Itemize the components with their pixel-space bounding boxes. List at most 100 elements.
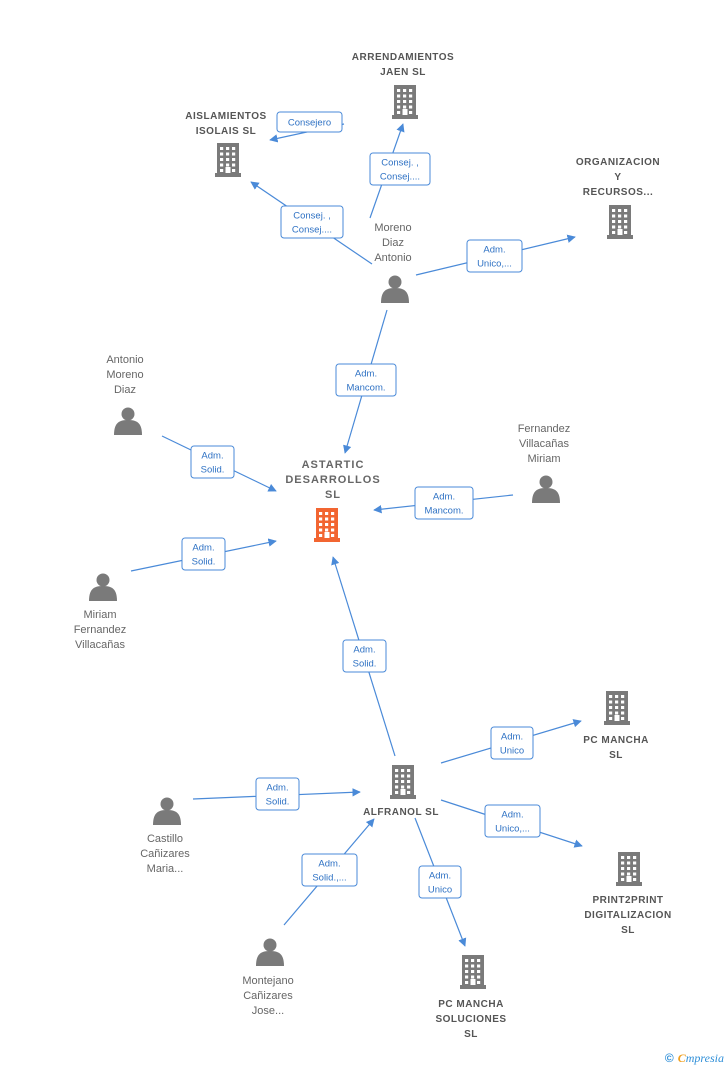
edge-label-frame xyxy=(276,111,343,133)
edge-label-box[interactable]: Consej. ,Consej.... xyxy=(280,205,344,239)
node-castillo[interactable]: CastilloCañizaresMaria... xyxy=(140,797,190,876)
node-label-line: DESARROLLOS xyxy=(285,474,380,486)
edge-antonio_moreno-to-astartic: Adm.Solid. xyxy=(161,435,277,492)
node-alfranol[interactable]: ALFRANOL SL xyxy=(363,765,439,818)
node-label-line: ARRENDAMIENTOS xyxy=(352,52,454,63)
node-label-line: Diaz xyxy=(382,237,404,249)
node-print2print[interactable]: PRINT2PRINT DIGITALIZACION SL xyxy=(584,852,671,936)
edge-label-text: Solid. xyxy=(353,659,377,670)
edge-label-frame xyxy=(255,777,300,811)
edge-label-text: Unico xyxy=(428,885,452,896)
edge-label-text: Solid. xyxy=(192,557,216,568)
edge-label-box[interactable]: Adm.Solid. xyxy=(190,445,235,479)
node-label-line: SL xyxy=(621,925,635,936)
node-label-line: Villacañas xyxy=(519,438,569,450)
node-label-line: SL xyxy=(464,1029,478,1040)
edge-label-text: Consej.... xyxy=(292,225,332,236)
node-label-line: RECURSOS... xyxy=(583,187,654,198)
node-label-line: Y xyxy=(614,172,621,183)
edge-label-frame xyxy=(301,853,358,887)
edge-label-text: Consej.... xyxy=(380,172,420,183)
node-astartic[interactable]: ASTARTIC DESARROLLOS SL xyxy=(285,459,380,542)
brand-footer: ©Cmpresia xyxy=(665,1051,724,1066)
node-label-line: Antonio xyxy=(106,354,143,366)
edge-label-frame xyxy=(342,639,387,673)
edge-label-frame xyxy=(181,537,226,571)
node-label-line: Miriam xyxy=(528,453,561,465)
building-icon xyxy=(390,765,416,799)
node-label-line: Villacañas xyxy=(75,639,125,651)
person-icon xyxy=(153,797,181,825)
edge-label-box[interactable]: Adm.Unico,... xyxy=(466,239,523,273)
edge-label-frame xyxy=(280,205,344,239)
building-icon xyxy=(314,508,340,542)
edge-fernandez_vill-to-astartic: Adm.Mancom. xyxy=(373,486,514,520)
edge-alfranol-to-print2print: Adm.Unico,... xyxy=(440,799,583,848)
edge-arrendamientos-to-aislamientos: Consejero xyxy=(269,111,345,143)
node-label-line: ORGANIZACION xyxy=(576,157,660,168)
building-icon xyxy=(616,852,642,886)
node-label-line: Castillo xyxy=(147,833,183,845)
edge-label-box[interactable]: Adm.Mancom. xyxy=(414,486,474,520)
edge-alfranol-to-pc_mancha: Adm.Unico xyxy=(440,719,582,764)
edge-label-box[interactable]: Adm.Unico xyxy=(490,726,534,760)
node-label-line: SL xyxy=(325,489,341,501)
edge-label-text: Solid. xyxy=(266,797,290,808)
edge-label-text: Consej. , xyxy=(381,158,419,169)
building-icon xyxy=(392,85,418,119)
building-icon xyxy=(215,143,241,177)
edge-label-box[interactable]: Adm.Solid. xyxy=(255,777,300,811)
edge-label-box[interactable]: Consej. , Consej.... xyxy=(369,152,431,186)
node-label-line: SOLUCIONES xyxy=(435,1014,506,1025)
nodes-layer: ASTARTIC DESARROLLOS SL ARRENDAMIENTOSJAEN … xyxy=(74,52,671,1040)
edge-label-box[interactable]: Adm. Solid. xyxy=(342,639,387,673)
edge-label-text: Adm. xyxy=(201,451,223,462)
edge-label-box[interactable]: Adm.Solid. xyxy=(181,537,226,571)
edge-alfranol-to-pc_mancha_sol: Adm. Unico xyxy=(414,817,467,947)
edge-label-text: Adm. xyxy=(433,492,455,503)
node-label-line: DIGITALIZACION xyxy=(584,910,671,921)
node-organizacion[interactable]: ORGANIZACION Y RECURSOS... xyxy=(576,157,660,239)
brand-logo-initial: C xyxy=(677,1051,686,1065)
edge-label-frame xyxy=(466,239,523,273)
edge-miriam_fern-to-astartic: Adm.Solid. xyxy=(130,537,277,572)
node-label-line: Cañizares xyxy=(140,848,190,860)
person-icon xyxy=(114,407,142,435)
edge-label-box[interactable]: Consejero xyxy=(276,111,343,133)
edge-label-text: Adm. xyxy=(318,859,340,870)
edge-label-box[interactable]: Adm.Unico,... xyxy=(484,804,541,838)
person-icon xyxy=(256,938,284,966)
edge-label-box[interactable]: Adm. Unico xyxy=(418,865,462,899)
node-label-line: ISOLAIS SL xyxy=(196,126,257,137)
building-icon xyxy=(460,955,486,989)
edge-label-box[interactable]: Adm.Solid.,... xyxy=(301,853,358,887)
node-label-line: Fernandez xyxy=(74,624,127,636)
node-label-line: ASTARTIC xyxy=(302,459,365,471)
node-label-line: Maria... xyxy=(147,863,184,875)
person-icon xyxy=(381,275,409,303)
edge-label-text: Adm. xyxy=(353,645,375,656)
copyright-symbol: © xyxy=(664,1051,674,1065)
node-label-line: Antonio xyxy=(374,252,411,264)
edge-label-box[interactable]: Adm.Mancom. xyxy=(335,363,397,397)
node-label-line: SL xyxy=(609,750,623,761)
node-label-line: Miriam xyxy=(84,609,117,621)
node-montejano[interactable]: MontejanoCañizaresJose... xyxy=(242,938,294,1018)
node-label-line: PRINT2PRINT xyxy=(592,895,663,906)
edge-moreno_diaz-to-arrendamientos: Consej. , Consej.... xyxy=(369,123,431,219)
edge-label-text: Adm. xyxy=(429,871,451,882)
node-label-line: ALFRANOL SL xyxy=(363,807,439,818)
node-label-line: Diaz xyxy=(114,384,136,396)
edge-label-text: Adm. xyxy=(483,245,505,256)
edge-label-text: Adm. xyxy=(355,369,377,380)
person-icon xyxy=(532,475,560,503)
